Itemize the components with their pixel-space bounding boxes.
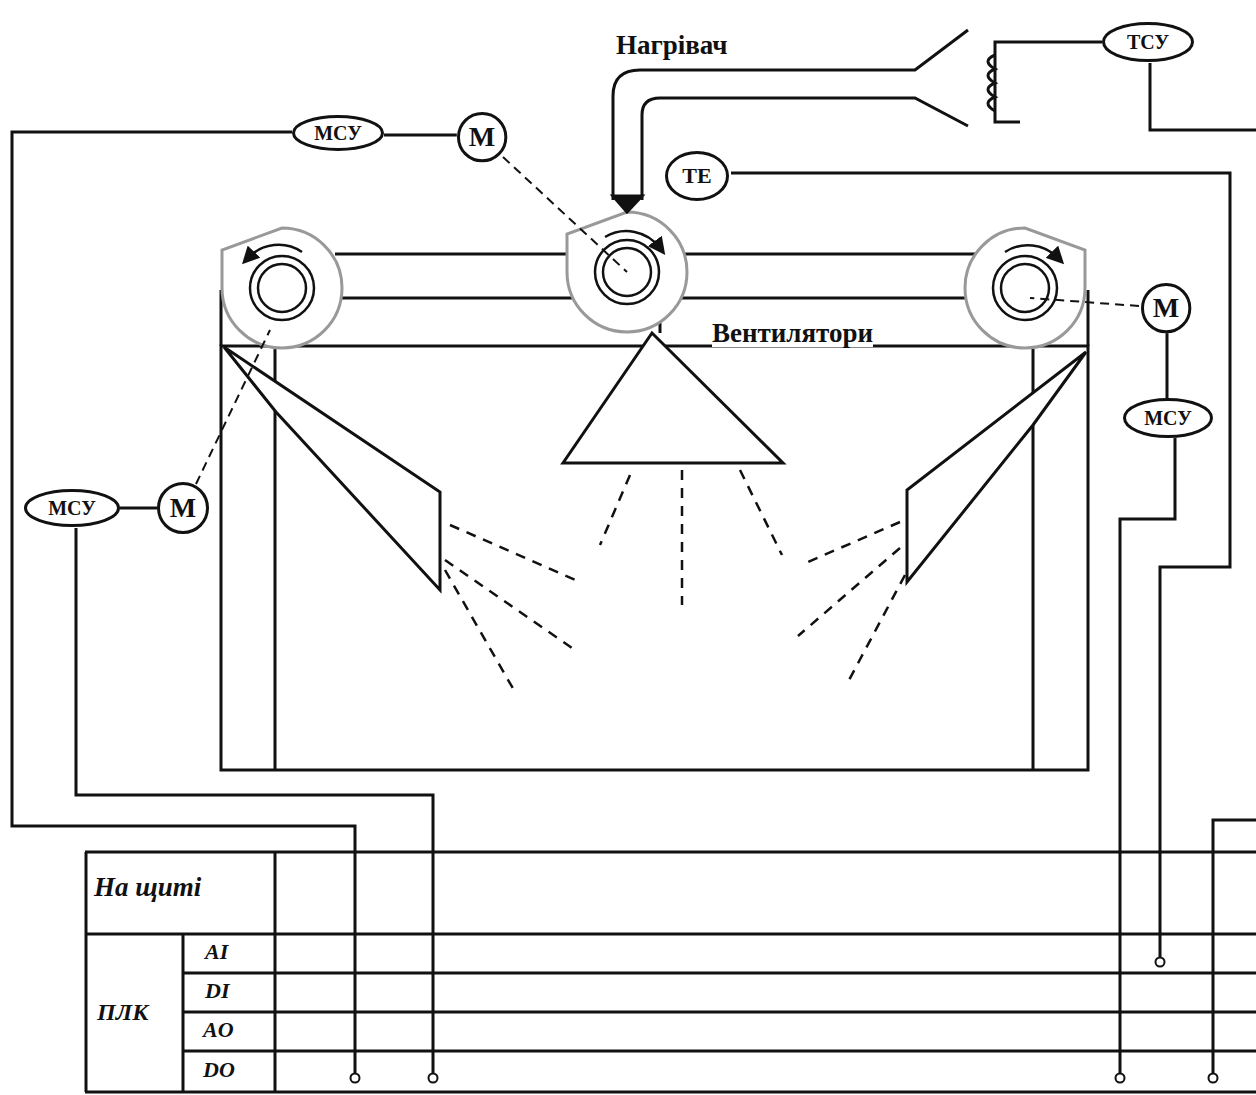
plc-cell: ПЛК (97, 1000, 148, 1024)
signal-cell: DI (205, 980, 229, 1002)
node-label: M (1153, 294, 1179, 322)
motor-shafts (196, 157, 1139, 484)
signal-cell: AI (205, 941, 228, 963)
fans (222, 212, 1085, 348)
heater-duct (613, 30, 1020, 212)
node-label: МСУ (48, 498, 96, 518)
panel-cell: На щиті (94, 874, 201, 901)
signal-connector (1165, 333, 1168, 398)
signal-cell: AO (203, 1019, 234, 1041)
motor-circle: M (1141, 283, 1191, 333)
signal-connector (384, 133, 457, 136)
node-border (667, 153, 728, 200)
fans-label: Вентилятори (712, 320, 873, 347)
terminals (351, 958, 1218, 1083)
node-border (1104, 24, 1193, 61)
chamber (221, 254, 1088, 770)
controller-ellipse: МСУ (1123, 398, 1213, 438)
node-label: МСУ (1144, 408, 1192, 428)
motor-circle: M (457, 112, 507, 162)
node-label: M (469, 123, 495, 151)
node-label: ТСУ (1127, 32, 1169, 52)
controller-ellipse: ТСУ (1102, 22, 1194, 62)
controller-ellipse: МСУ (24, 489, 120, 527)
signal-connector (120, 507, 157, 510)
signal-cell: DO (203, 1059, 235, 1081)
controller-ellipse: МСУ (292, 115, 384, 151)
node-label: МСУ (314, 123, 362, 143)
node-border (159, 484, 208, 533)
air-jets (445, 470, 905, 692)
heater-label: Нагрівач (616, 32, 728, 59)
fan-rotors (248, 231, 1058, 320)
signal-wires (12, 42, 1256, 1074)
plc-table (85, 852, 1256, 1092)
node-border (458, 113, 505, 160)
node-border (1142, 284, 1189, 331)
motor-circle: M (157, 482, 209, 534)
node-label: TE (682, 165, 711, 187)
node-label: M (170, 494, 196, 522)
node-border (26, 491, 119, 526)
sensor-circle: TE (665, 151, 729, 201)
node-border (294, 117, 383, 150)
deflectors (224, 318, 1086, 590)
node-border (1125, 400, 1212, 437)
